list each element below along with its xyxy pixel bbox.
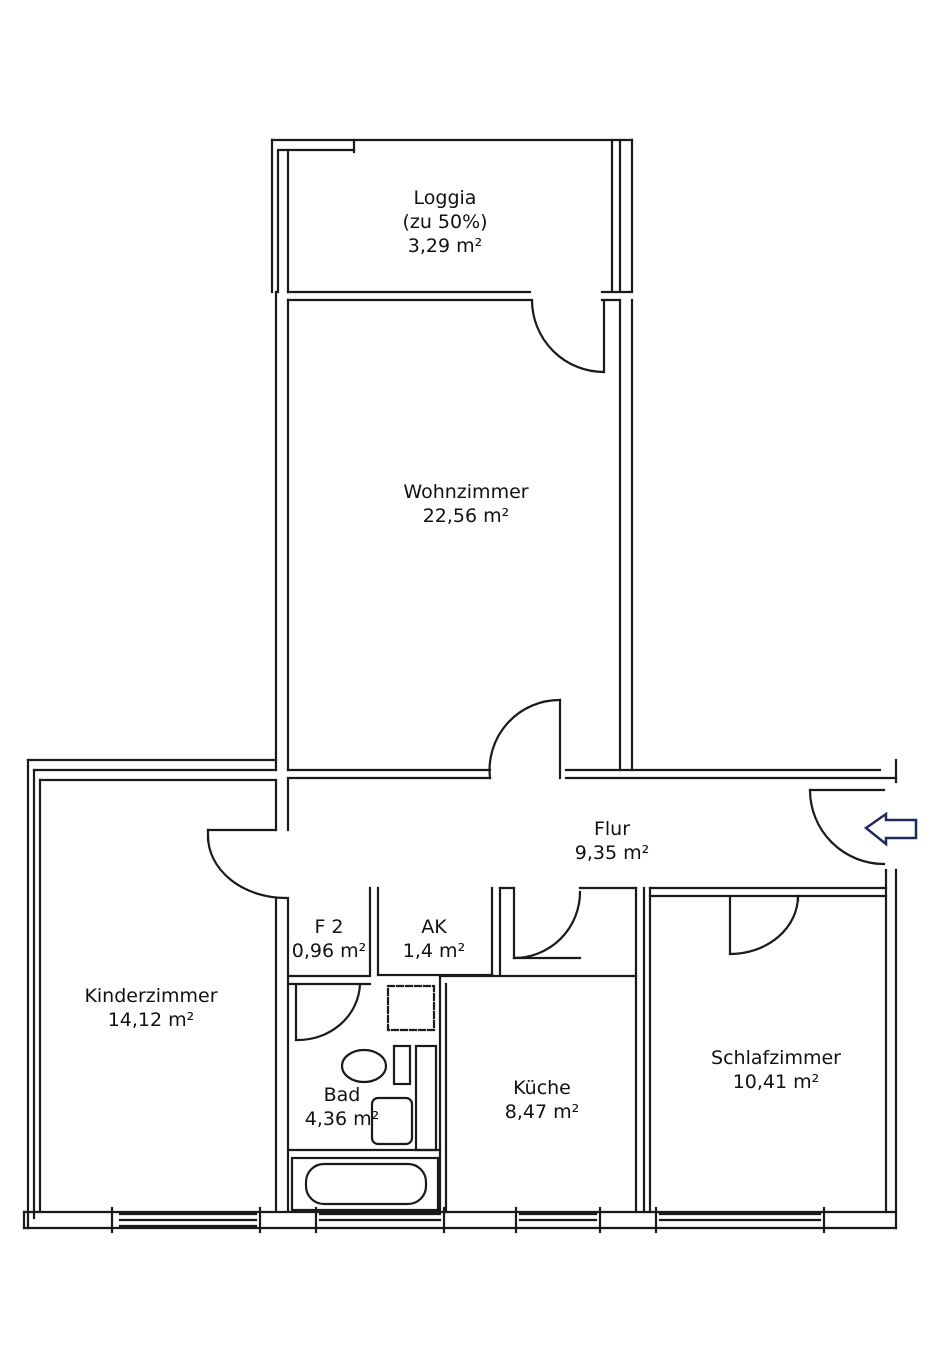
schlafzimmer-door [728,894,800,956]
room-name: AK [421,916,447,938]
room-area: 4,36 m² [304,1108,380,1130]
room-label-schlafzimmer: Schlafzimmer 10,41 m² [711,1046,841,1094]
room-area: 8,47 m² [504,1101,580,1123]
room-label-wohnzimmer: Wohnzimmer 22,56 m² [403,480,528,528]
arrow-left-icon [863,811,918,847]
room-name: Schlafzimmer [711,1047,841,1069]
wohnzimmer-walls [274,290,898,780]
wohnzimmer-door [488,698,562,780]
bad-fixtures [288,984,442,1212]
room-name: Kinderzimmer [84,985,218,1007]
room-area: 1,4 m² [402,940,466,962]
room-area: 9,35 m² [574,842,650,864]
room-label-ak: AK 1,4 m² [403,915,465,963]
entrance-walls [648,758,898,1230]
room-name: Loggia [413,187,477,209]
room-name: Bad [323,1084,361,1106]
upper-walls [26,758,290,1230]
room-name: Küche [513,1077,571,1099]
room-label-kinderzimmer: Kinderzimmer 14,12 m² [84,984,217,1032]
room-note: (zu 50%) [402,211,488,233]
room-name: Wohnzimmer [403,481,529,503]
room-area: 22,56 m² [422,505,510,527]
entrance-door [808,788,886,866]
room-label-kueche: Küche 8,47 m² [505,1076,579,1124]
kinderzimmer-door [206,828,288,900]
service-walls [288,886,652,1214]
room-area: 14,12 m² [107,1009,195,1031]
room-name: F 2 [314,916,344,938]
loggia-walls [270,138,634,302]
room-area: 3,29 m² [407,235,483,257]
room-area: 0,96 m² [291,940,367,962]
room-area: 10,41 m² [732,1071,820,1093]
room-label-bad: Bad 4,36 m² [305,1083,379,1131]
f2-door [294,982,362,1042]
kueche-door [512,890,582,960]
room-name: Flur [593,818,631,840]
room-label-flur: Flur 9,35 m² [575,817,649,865]
room-label-loggia: Loggia (zu 50%) 3,29 m² [402,186,487,258]
bottom-walls [22,1206,898,1234]
loggia-door [530,298,606,374]
room-label-f2: F 2 0,96 m² [292,915,366,963]
